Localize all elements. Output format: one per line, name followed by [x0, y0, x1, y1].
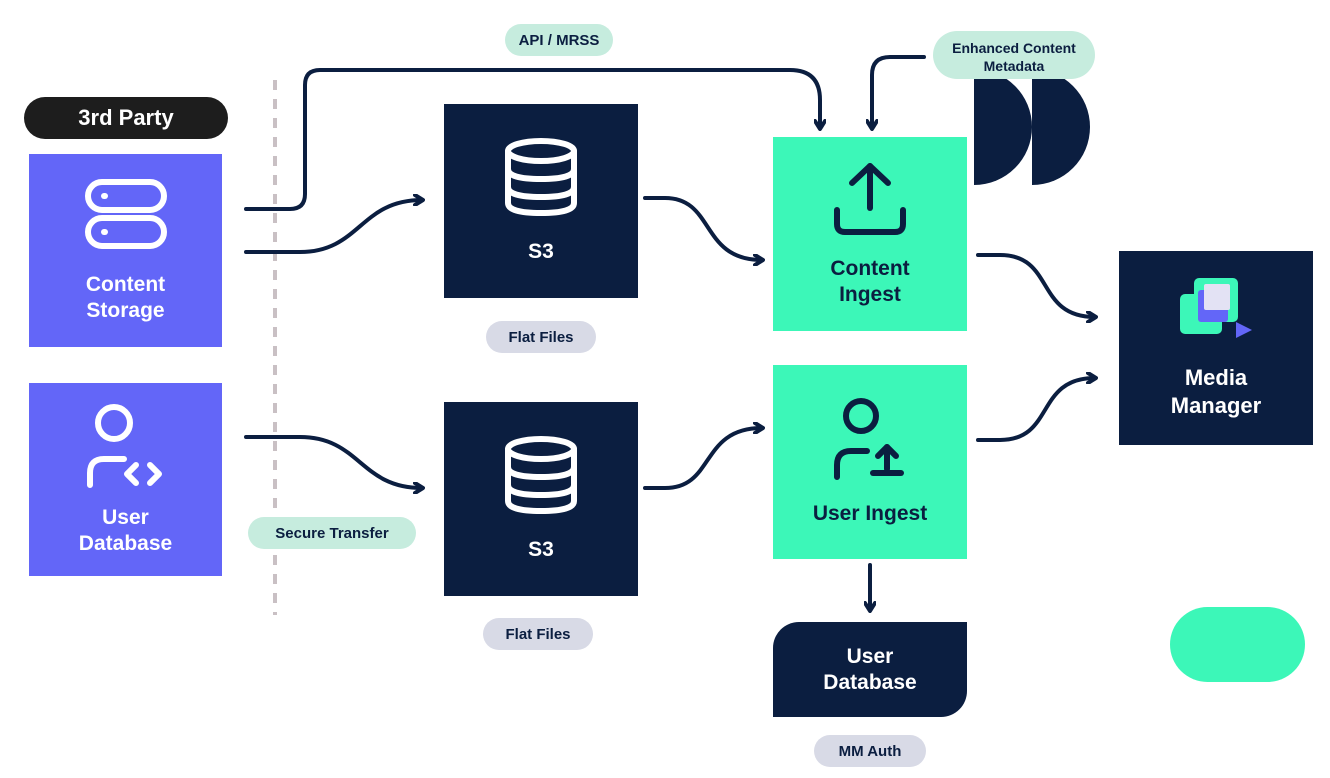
s3-bottom-node: S3 — [444, 402, 638, 596]
content-ingest-label: Content Ingest — [830, 257, 910, 306]
enhanced-metadata-pill: Enhanced Content Metadata — [933, 31, 1095, 79]
user-database-source-node: User Database — [29, 383, 222, 576]
connector-user-ingest-to-media-manager — [976, 378, 1095, 442]
s3-top-label: S3 — [528, 240, 554, 263]
flat-files-bottom-pill: Flat Files — [483, 618, 593, 650]
content-ingest-node: Content Ingest — [773, 137, 967, 331]
connector-s3-top-to-content-ingest — [643, 196, 762, 260]
s3-bottom-label: S3 — [528, 538, 554, 561]
user-ingest-label: User Ingest — [812, 502, 928, 525]
s3-top-node: S3 — [444, 104, 638, 298]
media-manager-label: Media Manager — [1170, 365, 1262, 418]
server-icon — [84, 178, 167, 249]
database-icon — [505, 436, 577, 514]
database-icon — [505, 138, 577, 216]
api-mrss-pill: API / MRSS — [505, 24, 613, 56]
flat-files-bottom-label: Flat Files — [505, 625, 571, 643]
connector-storage-to-content-ingest-api — [244, 68, 820, 211]
third-party-badge: 3rd Party — [24, 97, 228, 139]
user-upload-icon — [834, 398, 904, 480]
content-storage-node: Content Storage — [29, 154, 222, 347]
mm-auth-pill: MM Auth — [814, 735, 926, 767]
mm-auth-label: MM Auth — [838, 742, 902, 760]
decorative-half-circles — [974, 69, 1090, 185]
third-party-label: 3rd Party — [78, 105, 174, 130]
user-database-source-label: User Database — [78, 505, 173, 555]
media-layers-icon — [1180, 278, 1252, 338]
connector-storage-to-s3-top — [244, 200, 422, 254]
user-code-icon — [86, 403, 162, 488]
media-manager-node: Media Manager — [1119, 251, 1313, 445]
flat-files-top-label: Flat Files — [508, 328, 574, 346]
connector-metadata-to-content-ingest — [872, 55, 926, 128]
decorative-mint-pill — [1170, 607, 1305, 682]
user-database-output-label: User Database — [823, 644, 917, 694]
connector-userdb-to-s3-bottom — [244, 435, 422, 488]
content-storage-label: Content Storage — [85, 272, 166, 322]
secure-transfer-pill: Secure Transfer — [248, 517, 416, 549]
user-database-output-node: User Database — [773, 622, 967, 717]
connector-content-ingest-to-media-manager — [976, 253, 1095, 317]
user-ingest-node: User Ingest — [773, 365, 967, 559]
flat-files-top-pill: Flat Files — [486, 321, 596, 353]
connector-s3-bottom-to-user-ingest — [643, 428, 762, 490]
upload-icon — [834, 163, 906, 235]
api-mrss-label: API / MRSS — [518, 31, 600, 49]
enhanced-metadata-label: Enhanced Content Metadata — [952, 40, 1076, 74]
secure-transfer-label: Secure Transfer — [275, 524, 389, 542]
